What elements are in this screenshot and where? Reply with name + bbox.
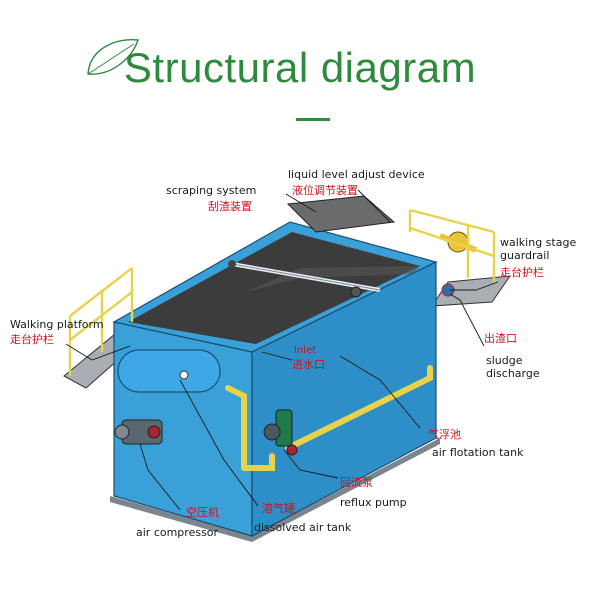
air-compressor	[114, 419, 163, 445]
title-underline	[296, 118, 330, 121]
tank-opening	[128, 232, 420, 344]
label-liquid-level-cn: 液位调节装置	[292, 184, 358, 197]
label-scraping-en: scraping system	[166, 184, 257, 197]
label-sludge-en: sludge discharge	[486, 354, 540, 380]
scraper-frame	[286, 195, 396, 233]
label-air-compressor-en: air compressor	[136, 526, 219, 539]
label-sludge-cn: 出渣口	[484, 332, 517, 345]
label-walking-stage-en: walking stage guardrail	[500, 236, 577, 262]
leaf-logo-icon	[87, 39, 139, 75]
label-reflux-cn: 回流泵	[340, 476, 373, 489]
label-dissolved-en: dissolved air tank	[254, 521, 352, 534]
left-guardrail	[68, 267, 134, 376]
dissolved-air-tank	[117, 349, 221, 393]
label-scraping-cn: 刮渣装置	[208, 200, 252, 213]
right-guardrail	[408, 208, 496, 282]
label-liquid-level-en: liquid level adjust device	[288, 168, 425, 181]
label-walking-stage-cn: 走台护栏	[500, 266, 544, 279]
label-walking-platform-en: Walking platform	[10, 318, 104, 331]
page-title: Structural diagram	[123, 44, 477, 91]
leader-lines	[65, 189, 499, 511]
label-reflux-en: reflux pump	[340, 496, 407, 509]
reflux-pump	[263, 409, 298, 456]
label-walking-platform-cn: 走台护栏	[10, 333, 54, 346]
label-inlet-en: Inlet	[294, 345, 317, 356]
piping	[225, 365, 433, 471]
label-inlet-cn: 进水口	[292, 358, 325, 371]
right-walking-platform	[431, 275, 512, 307]
label-air-flotation-en: air flotation tank	[432, 446, 524, 459]
label-air-flotation-cn: 气浮池	[428, 428, 461, 441]
label-dissolved-cn: 溶气罐	[262, 502, 295, 515]
label-air-compressor-cn: 空压机	[186, 506, 219, 519]
